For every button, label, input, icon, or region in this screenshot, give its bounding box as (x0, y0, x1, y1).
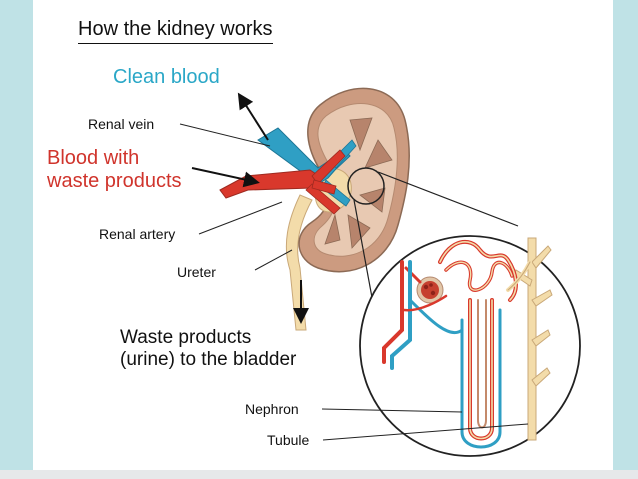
label-waste-products: waste products (47, 170, 182, 192)
label-nephron: Nephron (245, 401, 299, 417)
page-title: How the kidney works (78, 18, 273, 44)
label-renal-artery: Renal artery (99, 226, 176, 242)
ureter-tube (285, 194, 313, 331)
label-tubule: Tubule (267, 432, 310, 448)
waste-in-arrow (191, 167, 260, 188)
label-renal-vein: Renal vein (88, 116, 155, 132)
nephron-vessels (382, 260, 464, 370)
label-blood-with-waste: Blood with waste products (47, 147, 182, 193)
label-urine-to-bladder: (urine) to the bladder (120, 349, 297, 370)
label-waste-to-bladder: Waste products (urine) to the bladder (120, 327, 296, 371)
label-ureter: Ureter (177, 264, 216, 280)
zoom-source-circle (347, 167, 385, 205)
renal-artery (219, 169, 323, 199)
kidney-pyramids (324, 117, 393, 249)
label-clean-blood: Clean blood (113, 66, 220, 88)
label-blood-with: Blood with (47, 147, 140, 169)
label-waste-products-2: Waste products (120, 327, 252, 348)
clean-blood-arrow (237, 92, 269, 141)
bottom-strip (0, 470, 638, 479)
